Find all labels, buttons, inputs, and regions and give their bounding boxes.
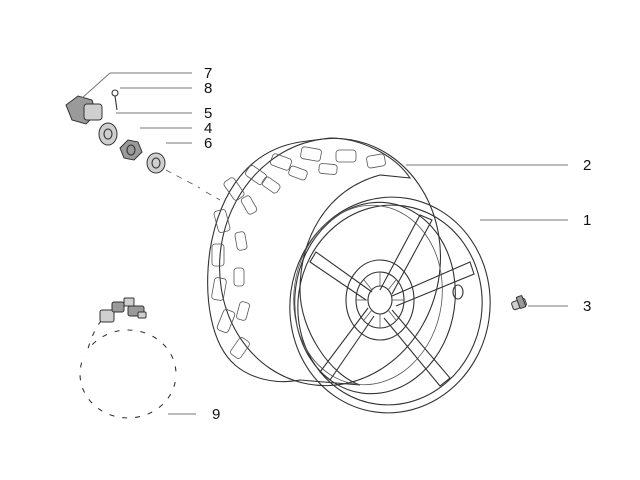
callout-8: 8 — [204, 80, 212, 97]
wheel-rim — [289, 196, 491, 414]
bearing-5 — [98, 122, 118, 146]
cable-lock — [78, 297, 178, 420]
tyre — [207, 137, 441, 387]
leader-lines — [81, 72, 568, 415]
axle-nut-7 — [65, 95, 103, 125]
washer-6 — [146, 152, 166, 174]
callout-7: 7 — [204, 65, 212, 82]
pin-8 — [111, 89, 119, 111]
nut-4 — [119, 139, 143, 161]
callout-2: 2 — [583, 157, 591, 174]
callout-4: 4 — [204, 120, 212, 137]
callout-labels: 7 8 5 4 6 2 1 3 9 — [204, 65, 591, 423]
callout-9: 9 — [212, 406, 220, 423]
tyre-valve — [511, 295, 527, 311]
callout-6: 6 — [204, 135, 212, 152]
callout-3: 3 — [583, 298, 591, 315]
callout-5: 5 — [204, 105, 212, 122]
callout-1: 1 — [583, 212, 591, 229]
